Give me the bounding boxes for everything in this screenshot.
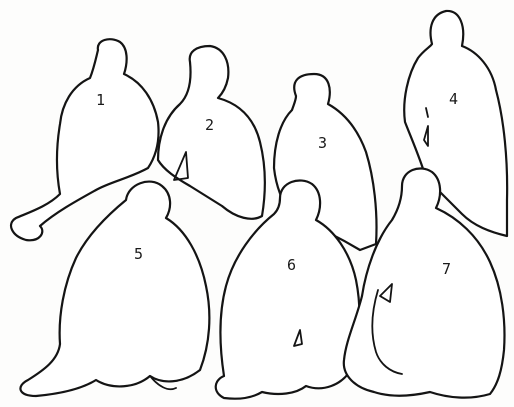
label-figure-1: 1	[96, 91, 105, 109]
label-figure-6: 6	[287, 256, 296, 274]
label-figure-4: 4	[449, 90, 458, 108]
label-figure-7: 7	[442, 260, 451, 278]
label-figure-3: 3	[318, 134, 327, 152]
label-figure-5: 5	[134, 245, 143, 263]
label-figure-2: 2	[205, 116, 214, 134]
